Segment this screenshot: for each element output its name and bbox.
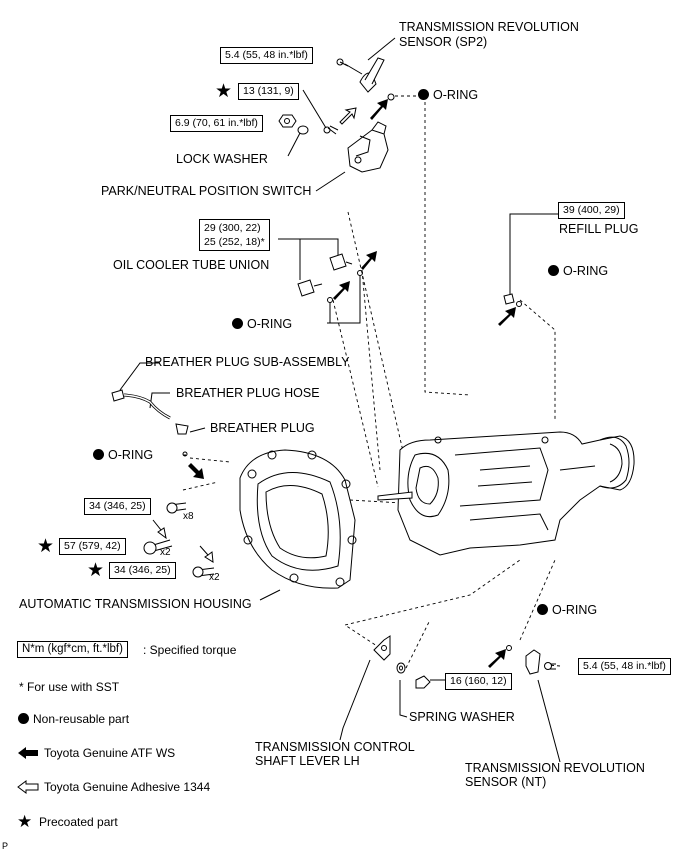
torque-housing-c: 34 (346, 25): [109, 562, 176, 579]
torque-lever-nut: 16 (160, 12): [445, 673, 512, 690]
lock-washer-label: LOCK WASHER: [176, 152, 268, 166]
oring-label-sp2: O-RING: [418, 88, 478, 102]
corner-mark: P: [2, 841, 9, 851]
precoated-star-icon: ★: [37, 536, 55, 557]
oring-label-cooler: O-RING: [232, 317, 292, 331]
nonreusable-dot-icon: [93, 449, 104, 460]
precoated-star-icon: ★: [87, 560, 105, 581]
oil-cooler-tube-union-label: OIL COOLER TUBE UNION: [113, 258, 270, 272]
torque-housing-b: 57 (579, 42): [59, 538, 126, 555]
sp2-sensor-label-line1: TRANSMISSION REVOLUTION: [399, 20, 579, 34]
nonreusable-dot-icon: [548, 265, 559, 276]
precoated-star-icon: ★: [215, 81, 233, 102]
torque-housing-a: 34 (346, 25): [84, 498, 151, 515]
legend-torque-box: N*m (kgf*cm, ft.*lbf): [17, 641, 128, 658]
torque-sp2: 5.4 (55, 48 in.*lbf): [220, 47, 313, 64]
nt-sensor-label-line2: SENSOR (NT): [465, 775, 547, 789]
breather-plug-label: BREATHER PLUG: [210, 421, 315, 435]
oring-label-refill: O-RING: [548, 264, 608, 278]
atf-arrow-icon: [18, 747, 38, 759]
legend-sst: * For use with SST: [19, 680, 120, 694]
nonreusable-dot-icon: [232, 318, 243, 329]
breather-sub-assembly-label: BREATHER PLUG SUB-ASSEMBLY: [145, 355, 350, 369]
nonreusable-dot-icon: [18, 713, 29, 724]
shaft-lever-label-line1: TRANSMISSION CONTROL: [255, 740, 415, 754]
torque-pnp-bolt: 13 (131, 9): [238, 83, 299, 100]
breather-hose-label: BREATHER PLUG HOSE: [176, 386, 320, 400]
shaft-lever-label-line2: SHAFT LEVER LH: [255, 754, 360, 768]
spring-washer-label: SPRING WASHER: [409, 710, 515, 724]
oring-label-breather: O-RING: [93, 448, 153, 462]
qty-x2-a: x2: [160, 547, 171, 558]
torque-nt: 5.4 (55, 48 in.*lbf): [578, 658, 671, 675]
legend-atf: Toyota Genuine ATF WS: [44, 746, 176, 760]
nt-sensor-label-line1: TRANSMISSION REVOLUTION: [465, 761, 645, 775]
refill-plug-label: REFILL PLUG: [559, 222, 639, 236]
precoated-star-icon: ★: [17, 812, 33, 831]
nonreusable-dot-icon: [418, 89, 429, 100]
qty-x2-b: x2: [209, 572, 220, 583]
torque-refill-plug: 39 (400, 29): [558, 202, 625, 219]
torque-pnp-nut: 6.9 (70, 61 in.*lbf): [170, 115, 263, 132]
park-neutral-switch-label: PARK/NEUTRAL POSITION SWITCH: [101, 184, 312, 198]
at-housing-label: AUTOMATIC TRANSMISSION HOUSING: [19, 597, 252, 611]
adhesive-arrow-icon: [17, 780, 39, 794]
oring-label-nt: O-RING: [537, 603, 597, 617]
legend-precoated: Precoated part: [39, 815, 118, 829]
legend-torque-desc: : Specified torque: [143, 643, 237, 657]
legend-adhesive: Toyota Genuine Adhesive 1344: [44, 780, 211, 794]
torque-oil-cooler-1: 29 (300, 22): [204, 222, 261, 234]
nonreusable-dot-icon: [537, 604, 548, 615]
legend-nonreusable: Non-reusable part: [18, 712, 129, 726]
torque-oil-cooler: 29 (300, 22) 25 (252, 18)*: [199, 219, 270, 251]
qty-x8: x8: [183, 511, 194, 522]
sp2-sensor-label-line2: SENSOR (SP2): [399, 35, 488, 49]
torque-oil-cooler-2: 25 (252, 18)*: [204, 236, 265, 248]
